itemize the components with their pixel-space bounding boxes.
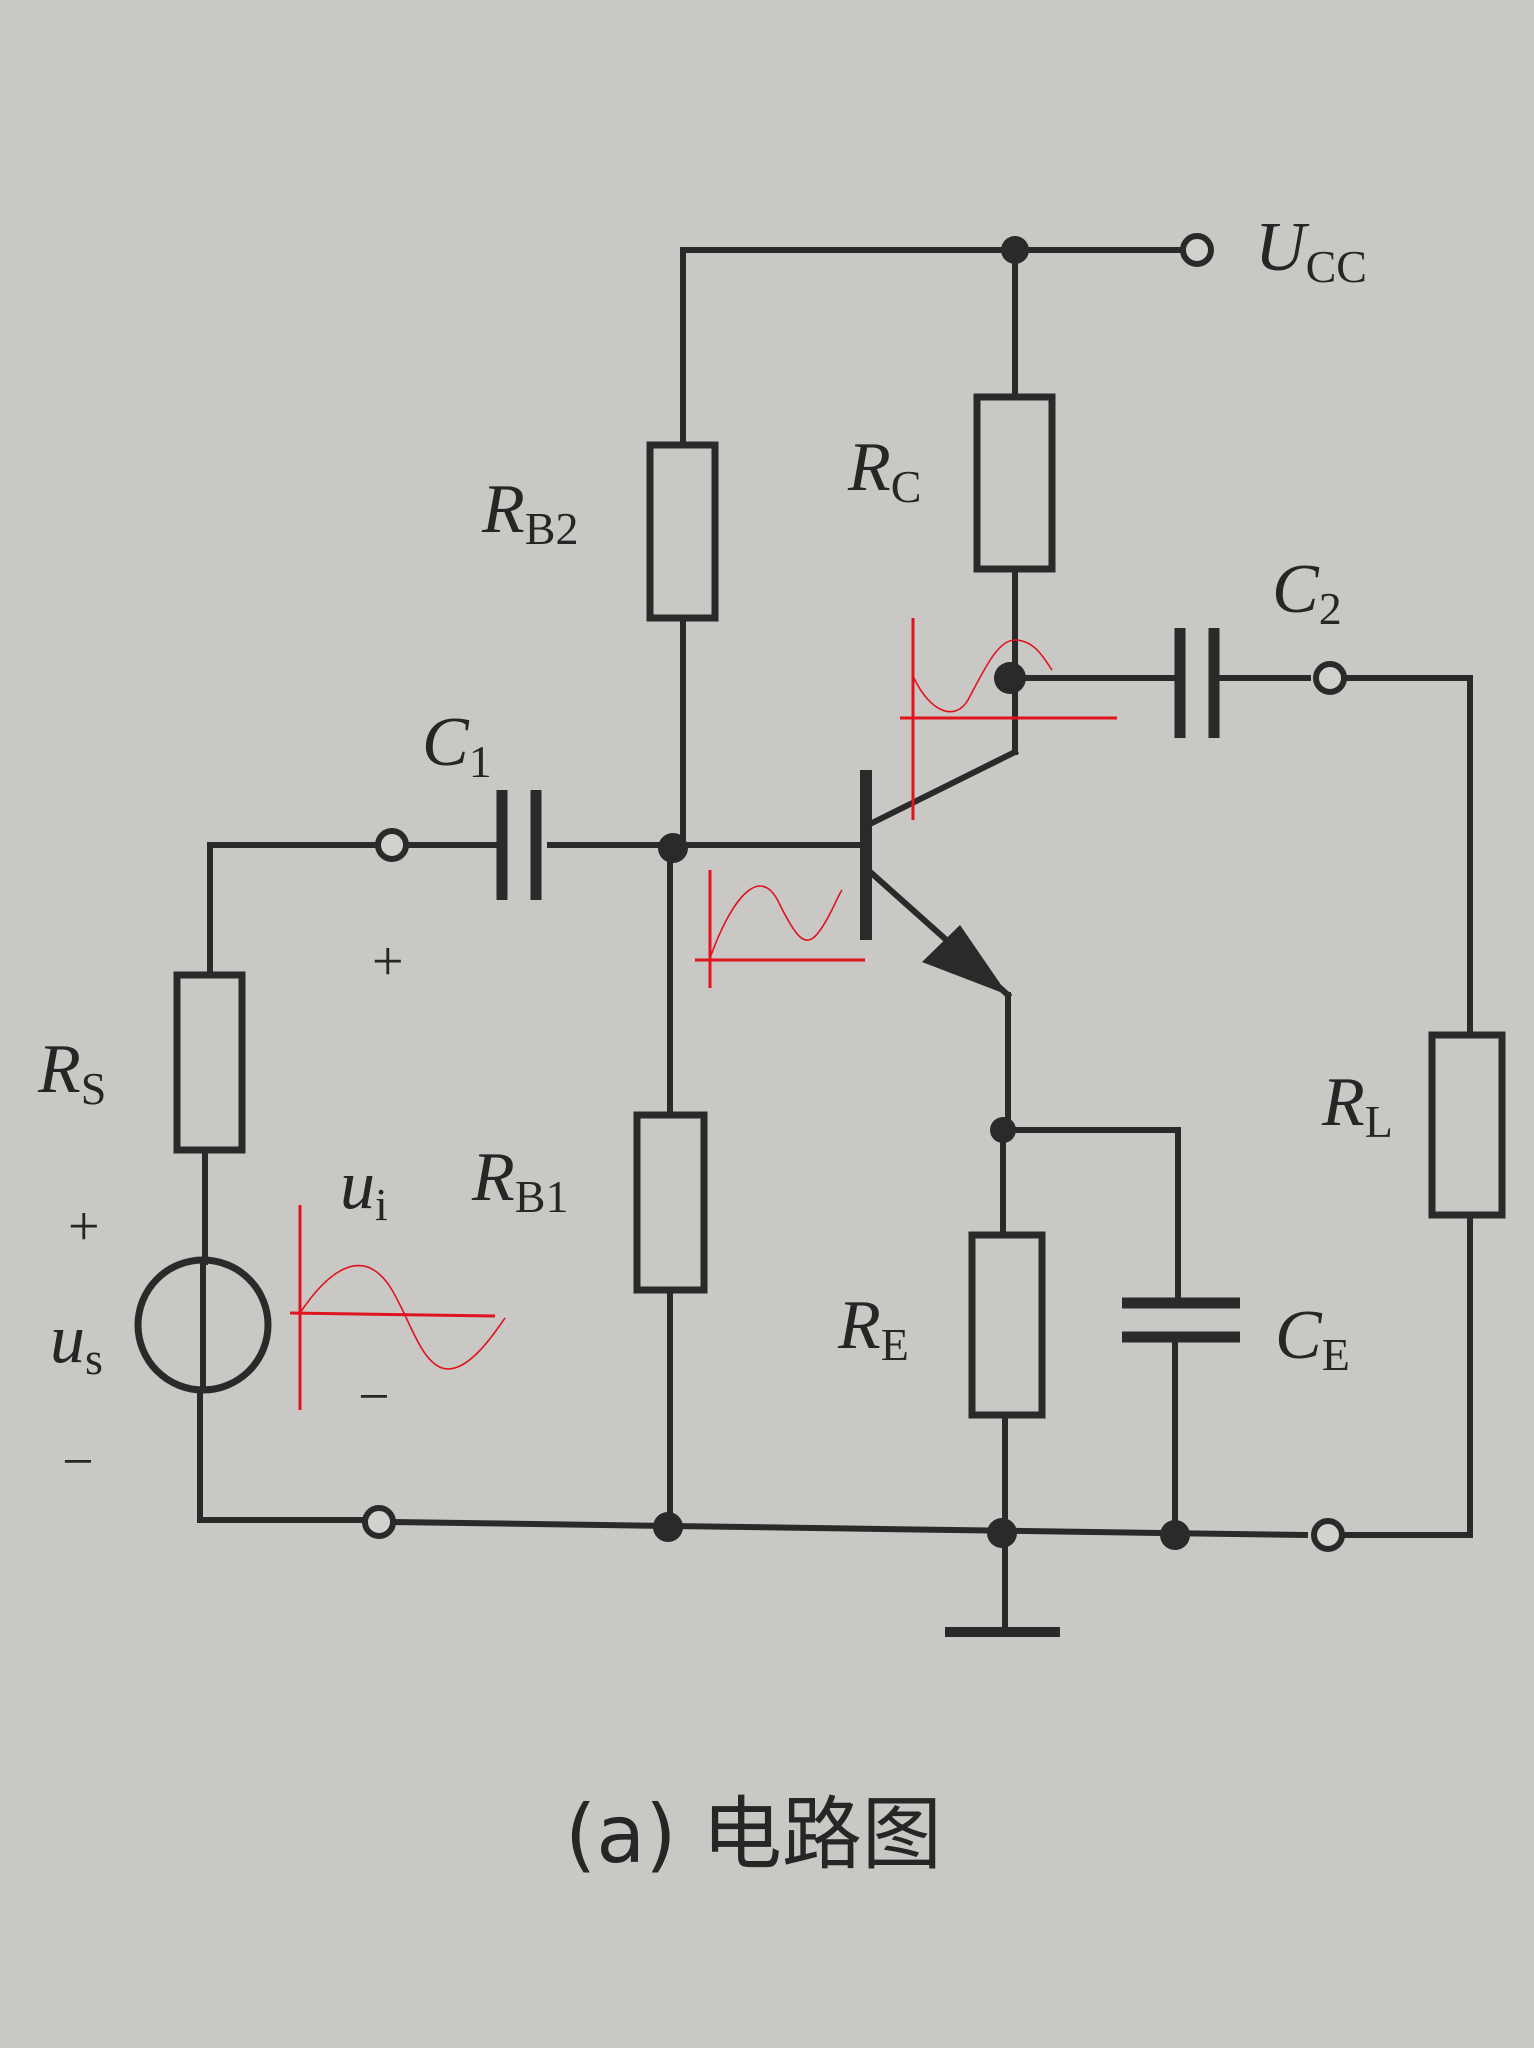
junction-dot [658,833,688,863]
junction-dot [1160,1520,1190,1550]
terminal-output-bottom [1311,1518,1345,1552]
junction-dots [653,236,1190,1550]
sign-input-minus: − [358,1366,390,1428]
capacitor-c1 [496,790,542,900]
label-c2: C2 [1272,551,1342,634]
junction-dot [653,1512,683,1542]
label-ui: ui [340,1147,388,1230]
figure-caption: (a) 电路图 [565,1788,942,1881]
waveform-ui [289,1205,506,1410]
waveform-collector [900,618,1117,820]
terminal-output-top [1313,661,1347,695]
resistor-rb1 [633,1111,708,1294]
terminal-ucc [1180,233,1214,267]
capacitor-c2 [1174,628,1220,738]
npn-transistor [860,747,1020,1000]
red-annotations [289,618,1117,1410]
label-ucc: UCC [1255,209,1367,292]
terminal-input-bottom [362,1505,396,1539]
resistor-rs [173,971,246,1154]
transistor-collector [863,747,1020,830]
junction-dot [994,662,1026,694]
junction-dot [987,1518,1017,1548]
sign-input-plus: + [372,931,404,993]
label-rc: RC [847,429,921,512]
resistor-rb2 [646,441,719,622]
junction-dot [990,1117,1016,1143]
capacitor-ce [1122,1297,1240,1343]
label-re: RE [837,1287,909,1370]
label-us: us [50,1301,103,1384]
resistor-rc [973,393,1056,573]
terminals [362,233,1347,1552]
label-rl: RL [1321,1064,1393,1147]
resistor-re [968,1231,1046,1419]
sign-source-plus: + [68,1196,100,1258]
label-rb2: RB2 [481,471,578,554]
terminal-input-top [375,828,409,862]
label-c1: C1 [422,704,492,787]
sign-source-minus: − [62,1431,94,1493]
label-rs: RS [37,1031,106,1114]
emitter-arrow-icon [922,925,1008,995]
resistor-rl [1428,1031,1506,1219]
junction-dot [1001,236,1029,264]
label-rb1: RB1 [471,1139,568,1222]
wires [197,247,1473,1633]
waveform-base [695,870,865,988]
wire-ground-rail [389,1518,1309,1539]
label-ce: CE [1275,1297,1350,1380]
